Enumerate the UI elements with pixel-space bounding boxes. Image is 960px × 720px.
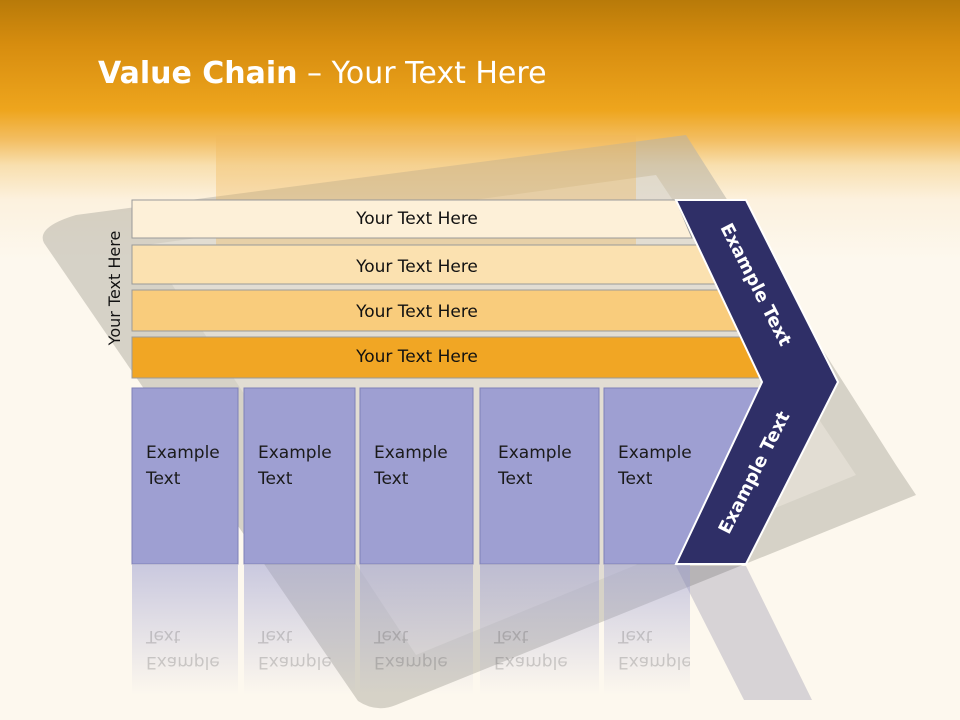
primary-label-5-line1: Example	[618, 443, 692, 463]
primary-reflection-3: Example Text	[360, 565, 473, 695]
primary-reflection-3-line1: Example	[374, 652, 448, 672]
primary-box-3	[359, 387, 474, 565]
support-band-label-3: Your Text Here	[356, 302, 478, 322]
support-band-label-4: Your Text Here	[356, 347, 478, 367]
title-bold: Value Chain	[98, 56, 298, 91]
primary-label-3-line2: Text	[374, 469, 409, 489]
primary-label-5-line2: Text	[618, 469, 653, 489]
primary-reflection-2-line2: Text	[258, 626, 293, 646]
primary-box-2	[243, 387, 356, 565]
primary-label-1-line2: Text	[146, 469, 181, 489]
primary-box-1	[131, 387, 239, 565]
slide-title: Value Chain – Your Text Here	[98, 54, 547, 94]
margin-chevron-reflection	[676, 566, 812, 700]
primary-box-4	[479, 387, 600, 565]
support-band-1	[131, 199, 693, 239]
primary-label-2-line2: Text	[258, 469, 293, 489]
primary-reflection-4: Example Text	[480, 565, 599, 695]
primary-reflection-4-line2: Text	[494, 626, 529, 646]
primary-reflection-1-line1: Example	[146, 652, 220, 672]
primary-reflection-1-line2: Text	[146, 626, 181, 646]
primary-reflection-1: Example Text	[132, 565, 238, 695]
primary-reflection-2-line1: Example	[258, 652, 332, 672]
primary-reflection-5-line2: Text	[618, 626, 653, 646]
primary-reflection-5: Example Text	[604, 565, 690, 695]
support-band-label-1: Your Text Here	[356, 209, 478, 229]
primary-reflection-2: Example Text	[244, 565, 355, 695]
support-band-label-2: Your Text Here	[356, 257, 478, 277]
primary-label-4-line2: Text	[498, 469, 533, 489]
title-rest: – Your Text Here	[297, 56, 547, 91]
primary-label-4-line1: Example	[498, 443, 572, 463]
primary-reflection-5-line1: Example	[618, 652, 690, 672]
primary-reflection-4-line1: Example	[494, 652, 568, 672]
margin-chevron	[674, 199, 840, 565]
primary-label-2-line1: Example	[258, 443, 332, 463]
primary-label-1-line1: Example	[146, 443, 220, 463]
primary-reflection-3-line2: Text	[374, 626, 409, 646]
primary-label-3-line1: Example	[374, 443, 448, 463]
